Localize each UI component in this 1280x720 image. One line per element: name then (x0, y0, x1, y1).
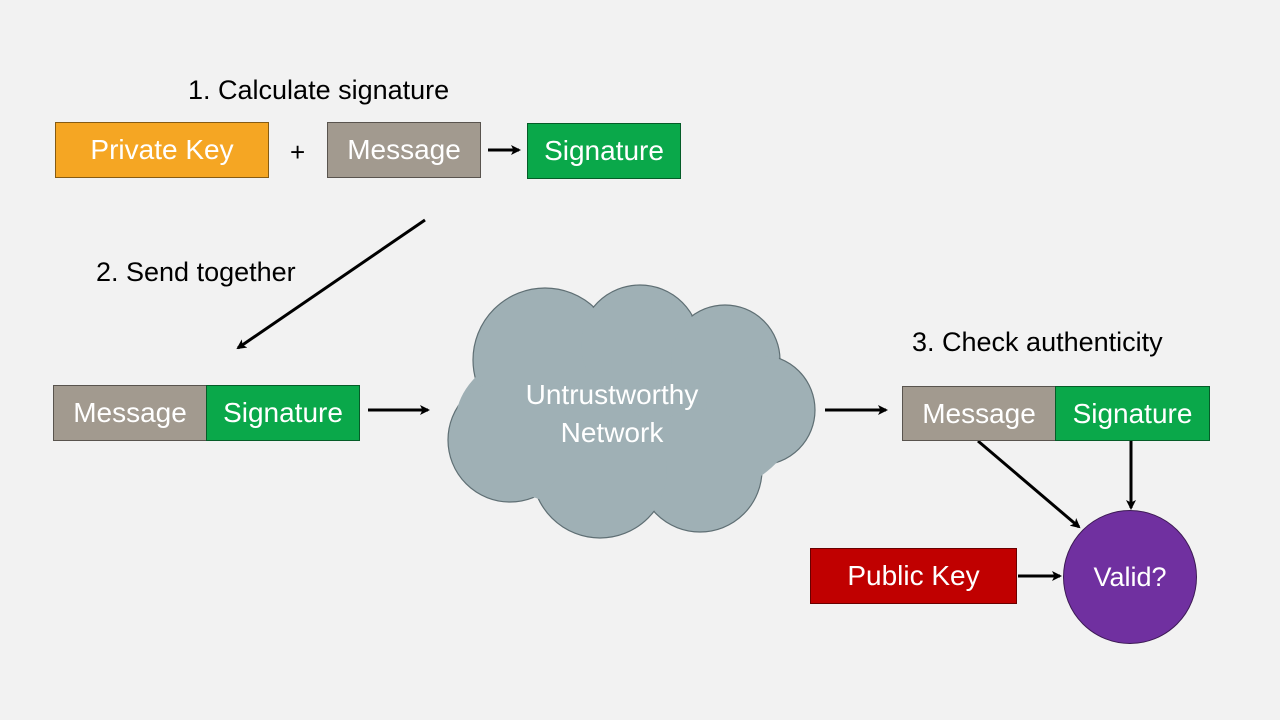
signature-box: Signature (527, 123, 681, 179)
received-message-box: Message (902, 386, 1056, 441)
step-3-label: 3. Check authenticity (912, 327, 1163, 357)
valid-check-label: Valid? (1093, 561, 1167, 592)
sent-message-box: Message (53, 385, 207, 441)
step-1-label: 1. Calculate signature (188, 75, 450, 105)
plus-sign: + (290, 137, 306, 167)
received-signature-box: Signature (1055, 386, 1210, 441)
private-key-label: Private Key (90, 134, 234, 165)
sent-signature-box: Signature (206, 385, 360, 441)
step-2-label: 2. Send together (96, 257, 296, 287)
received-message-label: Message (922, 397, 1036, 429)
message-box: Message (327, 122, 481, 178)
public-key-label: Public Key (847, 560, 980, 591)
sent-signature-label: Signature (223, 397, 343, 428)
network-label-line-1: Untrustworthy (525, 379, 699, 410)
sent-message-label: Message (73, 397, 187, 428)
public-key-box: Public Key (810, 548, 1017, 604)
valid-check-circle: Valid? (1063, 510, 1197, 644)
received-signature-label: Signature (1072, 397, 1193, 429)
network-label-line-2: Network (560, 417, 664, 448)
arrow-message-to-valid (977, 439, 1081, 529)
message-label: Message (347, 134, 461, 165)
private-key-box: Private Key (55, 122, 269, 178)
network-label: Untrustworthy Network (482, 376, 742, 452)
signature-label: Signature (544, 135, 664, 166)
